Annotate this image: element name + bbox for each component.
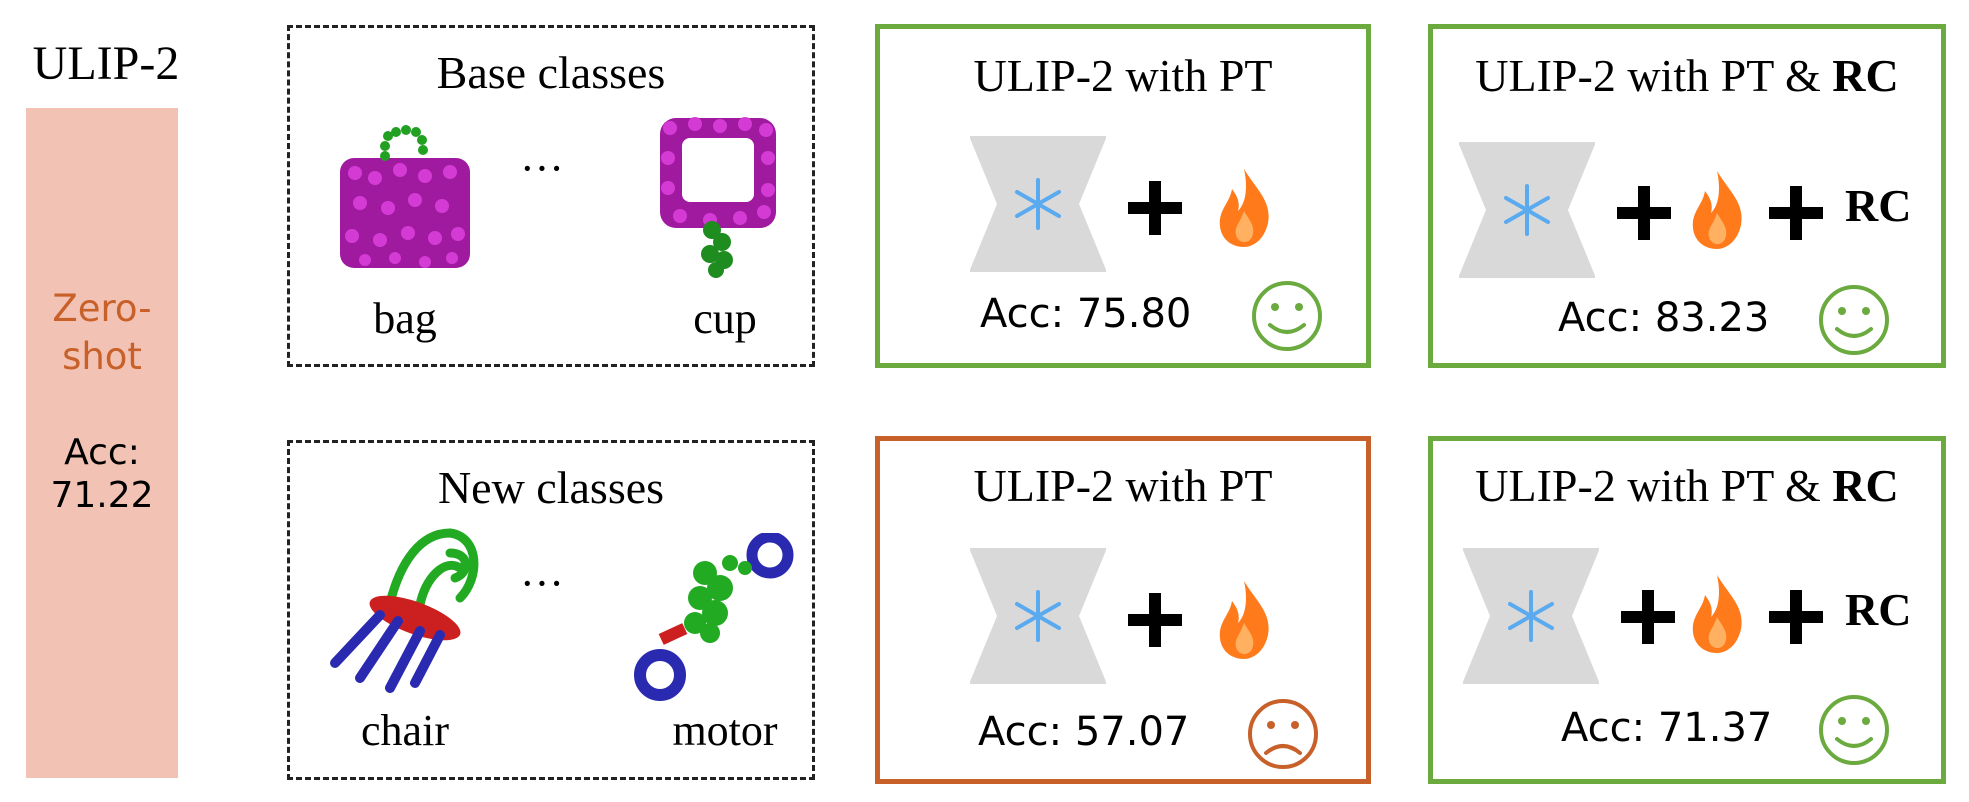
result-box-pt-rc-base: ULIP-2 with PT & RC RC Acc: 83.23: [1428, 24, 1946, 368]
zero-shot-line1: Zero-: [52, 287, 152, 330]
frown-icon: [1248, 699, 1318, 769]
motor-point-cloud-icon: [634, 533, 794, 701]
plus-icon: [1769, 186, 1823, 240]
base-classes-title: Base classes: [436, 47, 666, 98]
result-title-main: ULIP-2 with PT &: [1475, 50, 1833, 101]
result-title-rc: RC: [1832, 460, 1899, 511]
zero-shot-acc-label: Acc:: [64, 432, 140, 473]
object-label-motor: motor: [672, 706, 778, 755]
plus-icon: [1621, 590, 1675, 644]
rc-label: RC: [1845, 584, 1912, 635]
frozen-encoder-icon: [970, 136, 1106, 272]
bag-point-cloud-icon: [340, 125, 470, 268]
zero-shot-acc-value: 71.22: [50, 475, 154, 516]
result-title: ULIP-2 with PT & RC: [1433, 459, 1941, 512]
snowflake-icon: [1015, 590, 1061, 642]
zero-shot-label: Zero- shot: [26, 285, 178, 381]
smile-icon: [1819, 695, 1889, 765]
snowflake-icon: [1504, 184, 1550, 236]
plus-icon: [1128, 593, 1182, 647]
snowflake-icon: [1015, 178, 1061, 230]
cup-point-cloud-icon: [660, 117, 776, 278]
result-title: ULIP-2 with PT: [973, 460, 1273, 511]
base-ellipsis: ···: [520, 144, 564, 193]
frozen-encoder-icon: [1459, 142, 1595, 278]
new-ellipsis: ···: [520, 559, 564, 608]
ulip2-column-title: ULIP-2: [32, 37, 180, 90]
flame-icon: [1692, 575, 1742, 653]
flame-icon: [1692, 171, 1742, 249]
object-label-cup: cup: [693, 294, 757, 343]
object-label-chair: chair: [361, 706, 449, 755]
new-classes-title: New classes: [437, 462, 665, 513]
result-acc: Acc: 83.23: [1558, 295, 1770, 341]
object-label-bag: bag: [373, 294, 437, 343]
result-title-main: ULIP-2 with PT &: [1475, 460, 1833, 511]
frozen-encoder-icon: [970, 548, 1106, 684]
zero-shot-line2: shot: [62, 335, 142, 378]
result-box-pt-new: ULIP-2 with PT Acc: 57.07: [875, 436, 1371, 784]
plus-icon: [1769, 590, 1823, 644]
result-box-pt-base: ULIP-2 with PT Acc: 75.80: [875, 24, 1371, 368]
zero-shot-bar: [26, 108, 178, 778]
result-title: ULIP-2 with PT & RC: [1433, 49, 1941, 102]
result-acc: Acc: 75.80: [980, 291, 1192, 337]
result-title: ULIP-2 with PT: [973, 50, 1273, 101]
new-classes-box: New classes ··· chair motor: [287, 440, 815, 780]
plus-icon: [1128, 181, 1182, 235]
chair-point-cloud-icon: [330, 528, 479, 693]
frozen-encoder-icon: [1463, 548, 1599, 684]
smile-icon: [1819, 285, 1889, 355]
flame-icon: [1219, 581, 1269, 659]
snowflake-icon: [1508, 590, 1554, 642]
result-title-rc: RC: [1832, 50, 1899, 101]
base-classes-box: Base classes ··· bag cup: [287, 25, 815, 367]
result-acc: Acc: 57.07: [978, 709, 1190, 755]
rc-label: RC: [1845, 180, 1912, 231]
smile-icon: [1252, 281, 1322, 351]
plus-icon: [1617, 186, 1671, 240]
result-acc: Acc: 71.37: [1561, 705, 1773, 751]
result-box-pt-rc-new: ULIP-2 with PT & RC RC Acc: 71.37: [1428, 436, 1946, 784]
flame-icon: [1219, 169, 1269, 247]
